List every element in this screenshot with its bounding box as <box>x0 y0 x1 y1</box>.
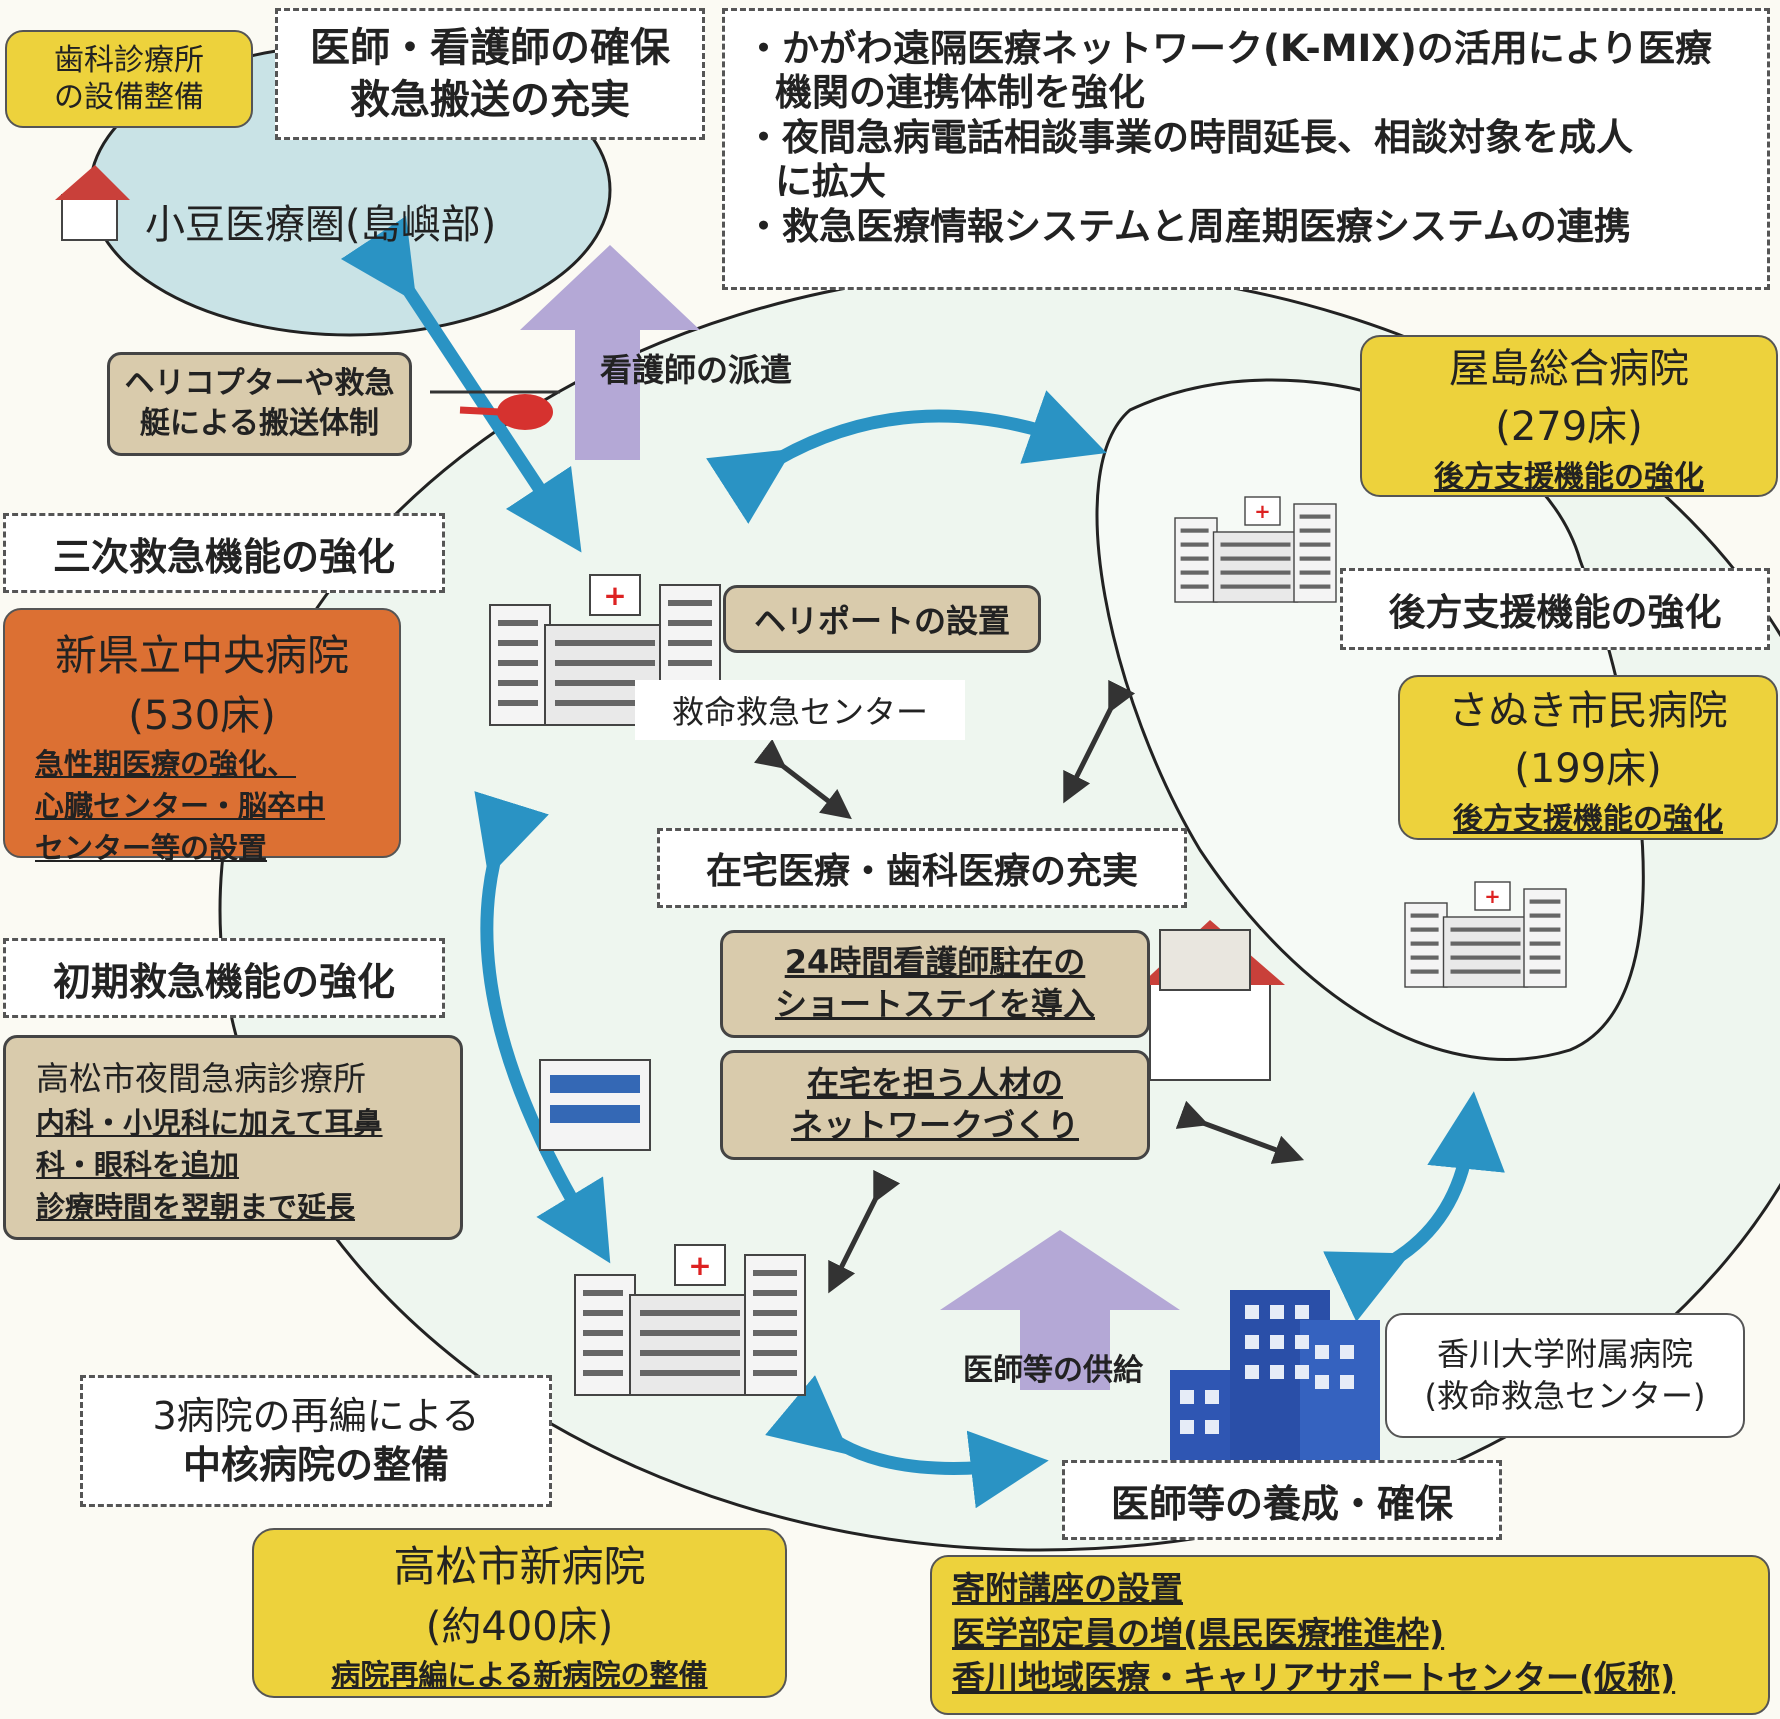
central-hospital-note-2: 心臓センター・脳卒中 <box>35 789 326 823</box>
heliport-callout: ヘリポートの設置 <box>723 585 1041 653</box>
night-clinic-building <box>539 1059 651 1151</box>
home-care-house <box>1140 920 1285 1081</box>
night-clinic-note-3: 診療時間を翌朝まで延長 <box>36 1190 356 1224</box>
takamatsu-callout: 高松市新病院 (約400床) 病院再編による新病院の整備 <box>252 1528 787 1698</box>
back-support-text: 後方支援機能の強化 <box>1388 591 1722 634</box>
dental-callout: 歯科診療所 の設備整備 <box>5 30 253 128</box>
network-box: ・かがわ遠隔医療ネットワーク(K-MIX)の活用により医療 機関の連携体制を強化… <box>722 8 1770 290</box>
yashima-beds: (279床) <box>1495 404 1643 450</box>
network-line-3: ・夜間急病電話相談事業の時間延長、相談対象を成人 <box>745 115 1633 159</box>
tertiary-label: 三次救急機能の強化 <box>52 534 395 579</box>
kagawa-univ-line-1: 香川大学附属病院 <box>1436 1334 1693 1373</box>
night-clinic-note-2: 科・眼科を追加 <box>36 1148 240 1182</box>
helicopter-illustration <box>430 390 560 430</box>
dental-callout-text: 歯科診療所 の設備整備 <box>54 42 204 116</box>
sanuki-beds: (199床) <box>1514 745 1662 792</box>
heli-transport-line-2: 艇による搬送体制 <box>139 406 380 441</box>
home-care-text: 在宅医療・歯科医療の充実 <box>705 851 1138 892</box>
training-items-box: 寄附講座の設置 医学部定員の増(県民医療推進枠) 香川地域医療・キャリアサポート… <box>930 1555 1770 1715</box>
network-people-line-2: ネットワークづくり <box>790 1106 1079 1144</box>
heli-transport-line-1: ヘリコプターや救急 <box>124 365 395 401</box>
sanuki-name: さぬき市民病院 <box>1448 687 1728 734</box>
home-care-box: 在宅医療・歯科医療の充実 <box>657 828 1187 908</box>
primary-label-box: 初期救急機能の強化 <box>3 938 445 1018</box>
night-clinic-note-1: 内科・小児科に加えて耳鼻 <box>36 1106 383 1140</box>
training-item-2: 医学部定員の増(県民医療推進枠) <box>952 1613 1445 1653</box>
central-hospital-callout: 新県立中央病院 (530床) 急性期医療の強化、 心臓センター・脳卒中 センター… <box>3 608 401 865</box>
er-center-label: 救命救急センター <box>671 693 928 731</box>
kagawa-univ-box: 香川大学附属病院 (救命救急センター) <box>1385 1313 1745 1438</box>
short-stay-line-2: ショートステイを導入 <box>774 985 1095 1023</box>
training-text: 医師等の養成・確保 <box>1110 1481 1453 1526</box>
night-clinic-callout: 高松市夜間急病診療所 内科・小児科に加えて耳鼻 科・眼科を追加 診療時間を翌朝ま… <box>3 1035 463 1240</box>
network-line-4: に拡大 <box>775 160 886 204</box>
network-people-line-1: 在宅を担う人材の <box>806 1064 1063 1103</box>
takamatsu-name: 高松市新病院 <box>393 1541 646 1591</box>
network-line-1: ・かがわ遠隔医療ネットワーク(K-MIX)の活用により医療 <box>745 27 1713 70</box>
network-line-2: 機関の連携体制を強化 <box>775 71 1145 115</box>
reorg-line-2: 中核病院の整備 <box>182 1443 449 1487</box>
yashima-callout: 屋島総合病院 (279床) 後方支援機能の強化 <box>1360 335 1778 497</box>
central-hospital-note-1: 急性期医療の強化、 <box>35 747 297 781</box>
doctor-supply-label: 医師等の供給 <box>963 1353 1143 1388</box>
doctor-nurse-line-2: 救急搬送の充実 <box>350 77 630 123</box>
heliport-text: ヘリポートの設置 <box>753 602 1010 640</box>
tertiary-label-box: 三次救急機能の強化 <box>3 513 445 593</box>
primary-label: 初期救急機能の強化 <box>52 959 395 1004</box>
network-people-callout: 在宅を担う人材の ネットワークづくり <box>720 1050 1150 1160</box>
sanuki-callout: さぬき市民病院 (199床) 後方支援機能の強化 <box>1398 675 1778 840</box>
er-center-label-box: 救命救急センター <box>635 680 965 740</box>
training-item-1: 寄附講座の設置 <box>952 1569 1183 1608</box>
central-hospital-beds: (530床) <box>128 693 276 739</box>
network-line-5: ・救急医療情報システムと周産期医療システムの連携 <box>745 204 1631 248</box>
doctor-nurse-line-1: 医師・看護師の確保 <box>310 25 670 71</box>
doctor-nurse-box: 医師・看護師の確保 救急搬送の充実 <box>275 8 705 140</box>
takamatsu-note: 病院再編による新病院の整備 <box>331 1657 708 1692</box>
yashima-name: 屋島総合病院 <box>1449 346 1689 392</box>
back-support-box: 後方支援機能の強化 <box>1340 568 1770 650</box>
sanuki-note: 後方支援機能の強化 <box>1453 801 1723 837</box>
short-stay-line-1: 24時間看護師駐在の <box>784 943 1086 982</box>
takamatsu-beds: (約400床) <box>425 1603 614 1650</box>
short-stay-callout: 24時間看護師駐在の ショートステイを導入 <box>720 930 1150 1038</box>
kagawa-univ-line-2: (救命救急センター) <box>1424 1376 1706 1415</box>
shodo-region-label: 小豆医療圏(島嶼部) <box>145 202 497 248</box>
central-hospital-name: 新県立中央病院 <box>54 631 349 680</box>
yashima-note: 後方支援機能の強化 <box>1434 460 1704 495</box>
central-hospital-note-3: センター等の設置 <box>35 831 268 865</box>
doctor-supply-arrow <box>940 1230 1180 1390</box>
reorg-line-1: 3病院の再編による <box>152 1393 480 1438</box>
reorg-box: 3病院の再編による 中核病院の整備 <box>80 1375 552 1507</box>
training-box: 医師等の養成・確保 <box>1062 1460 1502 1540</box>
night-clinic-name: 高松市夜間急病診療所 <box>36 1059 366 1098</box>
nurse-dispatch-label: 看護師の派遣 <box>600 351 793 389</box>
training-item-3: 香川地域医療・キャリアサポートセンター(仮称) <box>952 1658 1676 1698</box>
heli-transport-callout: ヘリコプターや救急 艇による搬送体制 <box>107 352 412 456</box>
shodo-house <box>55 165 130 241</box>
